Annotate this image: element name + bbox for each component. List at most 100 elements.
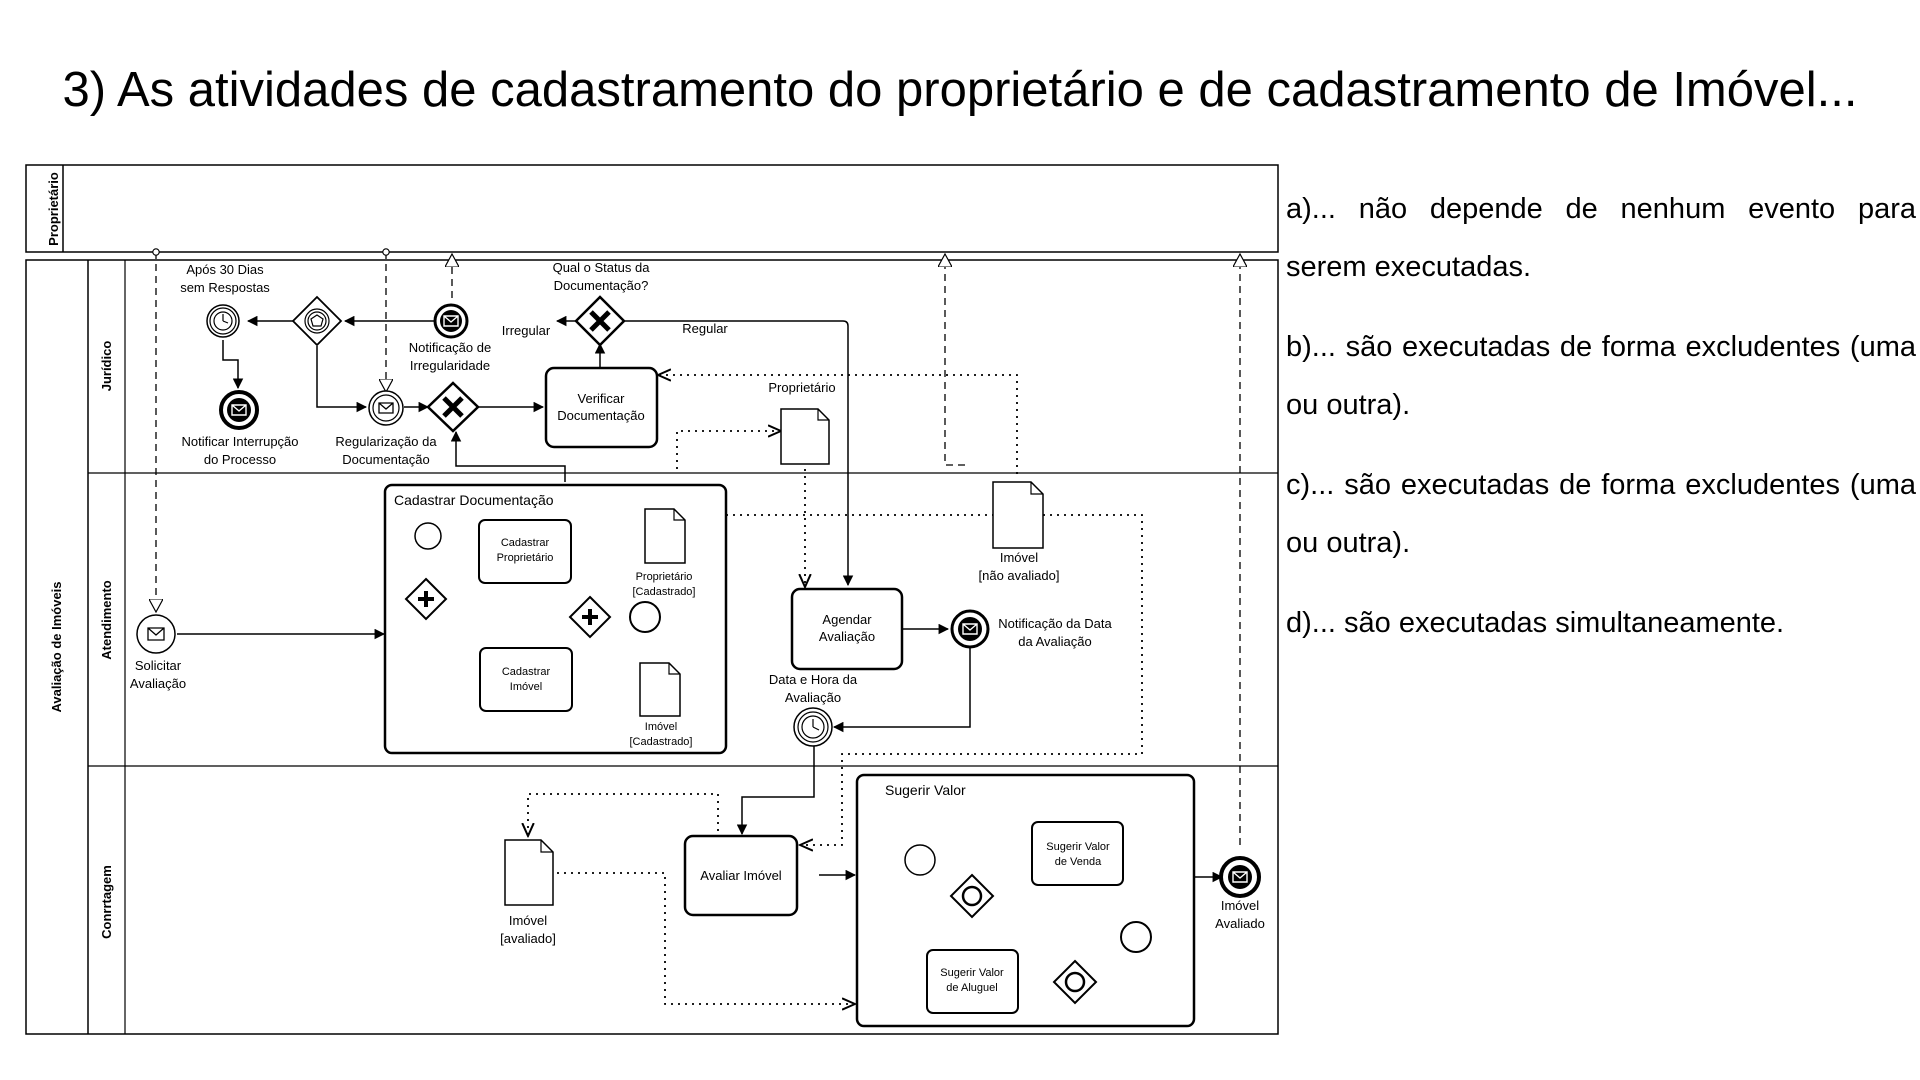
- end-event-cadastrar: [629, 601, 661, 633]
- sequence-flow: [625, 320, 854, 587]
- lane-atendimento-label: Atendimento: [99, 580, 114, 660]
- data-object-imovel-avaliado: [504, 839, 554, 906]
- end-event-sugerir: [1120, 921, 1152, 953]
- end-event-notificar-interrupcao: [219, 390, 259, 430]
- sequence-flow: [450, 430, 566, 482]
- event-notificacao-irregularidade: [433, 303, 469, 339]
- event-notificacao-data: [950, 609, 990, 649]
- option-a[interactable]: a)... não depende de nenhum evento para …: [1286, 193, 1916, 283]
- label-solicitar-avaliacao: Solicitar: [135, 658, 182, 673]
- svg-text:Agendar: Agendar: [822, 612, 872, 627]
- label-imovel-avaliado-event: Imóvel: [1221, 898, 1259, 913]
- page-title: 3) As atividades de cadastramento do pro…: [62, 63, 1858, 117]
- label-solicitar-avaliacao: Avaliação: [130, 676, 186, 691]
- label-apos-30-dias: Após 30 Dias: [186, 262, 264, 277]
- start-event-solicitar-avaliacao: [136, 614, 176, 654]
- answer-options: a)... não depende de nenhum evento para …: [1286, 180, 1916, 674]
- gateway-event-based: [291, 295, 343, 347]
- label-regularizacao: Documentação: [342, 452, 429, 467]
- start-event-cadastrar: [414, 522, 442, 550]
- label-notificar-interrupcao: Notificar Interrupção: [181, 434, 298, 449]
- label-apos-30-dias: sem Respostas: [180, 280, 270, 295]
- option-b[interactable]: b)... são executadas de forma excludente…: [1286, 331, 1916, 421]
- sequence-flow: [222, 340, 244, 390]
- svg-text:Sugerir Valor: Sugerir Valor: [1046, 841, 1110, 853]
- label-notificacao-irregularidade: Irregularidade: [410, 358, 490, 373]
- svg-text:de Venda: de Venda: [1055, 856, 1102, 868]
- svg-text:de Aluguel: de Aluguel: [946, 982, 997, 994]
- label-data-imovel-cadastrado: [Cadastrado]: [630, 736, 693, 748]
- envelope-icon: [231, 404, 247, 416]
- svg-text:Documentação: Documentação: [557, 408, 644, 423]
- envelope-icon: [1232, 871, 1248, 883]
- svg-text:Cadastrar: Cadastrar: [501, 537, 550, 549]
- gateway-inclusive-split: [949, 873, 995, 919]
- timer-event-30-dias: [206, 304, 240, 338]
- timer-event-data-hora: [793, 707, 833, 747]
- svg-text:Cadastrar Documentação: Cadastrar Documentação: [394, 492, 554, 508]
- label-imovel-avaliado-data: [avaliado]: [500, 931, 556, 946]
- task-sugerir-valor-aluguel: Sugerir Valor de Aluguel: [926, 949, 1019, 1014]
- envelope-icon: [378, 402, 394, 414]
- gateway-exclusive-merge: [426, 381, 480, 433]
- lane-corretagem-label: Conrrtagem: [99, 865, 114, 939]
- svg-text:Avaliação: Avaliação: [819, 629, 875, 644]
- option-d[interactable]: d)... são executadas simultaneamente.: [1286, 607, 1785, 639]
- pool-avaliacao-label: Avaliação de Imóveis: [49, 581, 64, 712]
- gateway-inclusive-join: [1052, 959, 1098, 1005]
- svg-text:Proprietário: Proprietário: [497, 552, 554, 564]
- task-sugerir-valor-venda: Sugerir Valor de Venda: [1031, 821, 1124, 886]
- task-cadastrar-imovel: Cadastrar Imóvel: [479, 647, 573, 712]
- message-event-regularizacao: [368, 390, 404, 426]
- svg-text:Cadastrar: Cadastrar: [502, 666, 551, 678]
- option-c[interactable]: c)... são executadas de forma excludente…: [1286, 469, 1916, 559]
- pool-proprietario-label: Proprietário: [46, 172, 61, 246]
- label-data-hora: Data e Hora da: [769, 672, 858, 687]
- label-imovel-nao-avaliado: Imóvel: [1000, 550, 1038, 565]
- label-status-documentacao: Documentação?: [554, 278, 649, 293]
- label-regularizacao: Regularização da: [335, 434, 437, 449]
- data-object-imovel-nao-avaliado: [992, 481, 1044, 549]
- label-data-hora: Avaliação: [785, 690, 841, 705]
- label-imovel-avaliado-data: Imóvel: [509, 913, 547, 928]
- label-data-proprietario-cadastrado: Proprietário: [636, 571, 693, 583]
- clock-icon: [801, 715, 825, 739]
- data-association: [658, 375, 1018, 474]
- pool-proprietario: Proprietário: [25, 164, 1279, 253]
- data-association: [676, 431, 781, 469]
- end-event-imovel-avaliado: [1219, 856, 1261, 898]
- svg-text:Avaliar Imóvel: Avaliar Imóvel: [700, 868, 782, 883]
- envelope-icon: [443, 315, 459, 327]
- data-object-proprietario: [780, 408, 830, 465]
- gateway-parallel-split: [404, 577, 448, 621]
- subprocess-sugerir-valor: Sugerir Valor: [855, 773, 1196, 1028]
- label-imovel-avaliado-event: Avaliado: [1215, 916, 1265, 931]
- task-agendar-avaliacao: Agendar Avaliação: [790, 587, 904, 671]
- sequence-flow: [736, 746, 815, 836]
- svg-text:Imóvel: Imóvel: [510, 681, 542, 693]
- label-status-documentacao: Qual o Status da: [553, 260, 651, 275]
- label-regular: Regular: [682, 321, 728, 336]
- sequence-flow: [316, 346, 368, 413]
- pool-avaliacao-imoveis: Avaliação de Imóveis Jurídico Atendiment…: [25, 259, 1279, 1035]
- svg-text:Sugerir Valor: Sugerir Valor: [885, 782, 966, 798]
- gateway-status-documentacao: [574, 295, 626, 347]
- label-notificacao-irregularidade: Notificação de: [409, 340, 491, 355]
- sequence-flow: [832, 648, 971, 733]
- svg-text:Sugerir Valor: Sugerir Valor: [940, 967, 1004, 979]
- label-imovel-nao-avaliado: [não avaliado]: [979, 568, 1060, 583]
- gateway-parallel-join: [568, 595, 612, 639]
- lane-juridico-label: Jurídico: [99, 341, 114, 392]
- label-data-proprietario: Proprietário: [768, 380, 835, 395]
- label-notificacao-data: Notificação da Data: [998, 616, 1112, 631]
- data-object-imovel-cadastrado: [639, 662, 681, 717]
- task-avaliar-imovel: Avaliar Imóvel: [683, 834, 799, 917]
- clock-icon: [213, 311, 233, 331]
- label-notificacao-data: da Avaliação: [1018, 634, 1092, 649]
- svg-text:Verificar: Verificar: [578, 391, 626, 406]
- label-irregular: Irregular: [502, 323, 551, 338]
- message-flow: [945, 254, 965, 466]
- start-event-sugerir: [904, 844, 936, 876]
- message-flows: [156, 252, 1240, 845]
